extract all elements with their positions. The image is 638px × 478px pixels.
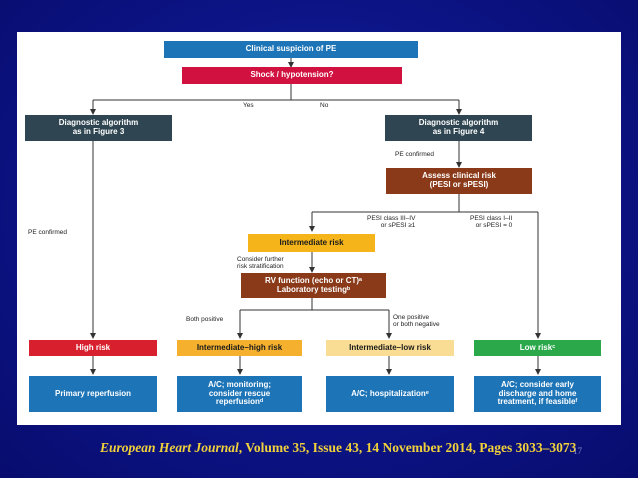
- pesi-1-2-line2: or sPESI = 0: [475, 222, 513, 230]
- citation-details: , Volume 35, Issue 43, 14 November 2014,…: [238, 440, 577, 455]
- intermediate-risk-label: Intermediate risk: [279, 237, 344, 247]
- no-label: No: [320, 102, 329, 109]
- assess-line2: (PESI or sPESI): [429, 180, 489, 189]
- diag-left-line1: Diagnostic algorithm: [58, 118, 139, 128]
- clinical-suspicion-box: Clinical suspicion of PE: [164, 41, 418, 58]
- pesi-3-4-line1: PESI class III–IV: [367, 215, 416, 222]
- connector-lines: [90, 58, 541, 375]
- pe-confirmed-right-label: PE confirmed: [395, 151, 435, 158]
- diagnostic-algorithm-right-box: Diagnostic algorithm as in Figure 4: [385, 115, 532, 141]
- slide-number: 17: [573, 446, 582, 456]
- yes-label: Yes: [243, 102, 254, 109]
- ac-monitoring-line2: consider rescue: [208, 388, 271, 398]
- intermediate-low-risk-box: Intermediate–low risk: [326, 340, 454, 356]
- ac-monitoring-box: A/C; monitoring; consider rescue reperfu…: [177, 376, 302, 412]
- low-risk-label: Low riskᶜ: [519, 342, 556, 352]
- one-positive-line1: One positive: [393, 314, 430, 321]
- primary-reperfusion-label: Primary reperfusion: [54, 388, 132, 398]
- intermediate-risk-box: Intermediate risk: [248, 234, 375, 252]
- diagnostic-algorithm-left-box: Diagnostic algorithm as in Figure 3: [25, 115, 172, 141]
- shock-box: Shock / hypotension?: [182, 67, 402, 84]
- ac-hospitalization-box: A/C; hospitalizationᵉ: [326, 376, 454, 412]
- ac-hospitalization-label: A/C; hospitalizationᵉ: [351, 388, 429, 398]
- both-positive-label: Both positive: [186, 316, 224, 323]
- diag-left-line2: as in Figure 3: [72, 127, 125, 136]
- flowchart-panel: Clinical suspicion of PE Shock / hypoten…: [17, 32, 621, 425]
- ac-early-line1: A/C; consider early: [501, 379, 574, 389]
- rv-function-line1: RV function (echo or CT)ᵃ: [264, 275, 363, 285]
- low-risk-box: Low riskᶜ: [474, 340, 601, 356]
- high-risk-box: High risk: [29, 340, 157, 356]
- intermediate-low-risk-label: Intermediate–low risk: [349, 342, 431, 352]
- ac-early-line2: discharge and home: [498, 388, 577, 398]
- ac-monitoring-line1: A/C; monitoring;: [207, 379, 272, 389]
- high-risk-label: High risk: [75, 342, 111, 352]
- intermediate-high-risk-box: Intermediate–high risk: [177, 340, 302, 356]
- citation: European Heart Journal, Volume 35, Issue…: [100, 440, 576, 456]
- pesi-3-4-label: PESI class III–IV or sPESI ≥1: [367, 215, 415, 229]
- rv-function-box: RV function (echo or CT)ᵃ Laboratory tes…: [241, 273, 386, 298]
- citation-journal: European Heart Journal: [100, 440, 239, 455]
- consider-further-line1: Consider further: [237, 256, 284, 263]
- ac-early-line3: treatment, if feasibleᶠ: [497, 397, 578, 407]
- pe-confirmed-left-label: PE confirmed: [28, 229, 68, 236]
- assess-line1: Assess clinical risk: [422, 171, 496, 181]
- clinical-suspicion-label: Clinical suspicion of PE: [245, 44, 337, 54]
- consider-further-line2: risk stratification: [237, 263, 284, 271]
- pesi-1-2-line1: PESI class I–II: [470, 215, 513, 222]
- diag-right-line1: Diagnostic algorithm: [418, 118, 499, 128]
- diag-right-line2: as in Figure 4: [432, 127, 485, 136]
- intermediate-high-risk-label: Intermediate–high risk: [196, 342, 283, 352]
- pesi-1-2-label: PESI class I–II or sPESI = 0: [470, 215, 512, 229]
- ac-early-discharge-box: A/C; consider early discharge and home t…: [474, 376, 601, 412]
- assess-clinical-risk-box: Assess clinical risk (PESI or sPESI): [386, 168, 532, 194]
- one-positive-label: One positive or both negative: [393, 314, 440, 328]
- ac-monitoring-line3: reperfusionᵈ: [215, 397, 264, 407]
- one-positive-line2: or both negative: [393, 321, 440, 329]
- shock-label: Shock / hypotension?: [250, 70, 334, 80]
- primary-reperfusion-box: Primary reperfusion: [29, 376, 157, 412]
- consider-further-label: Consider further risk stratification: [237, 256, 284, 270]
- pesi-3-4-line2: or sPESI ≥1: [380, 222, 416, 230]
- rv-function-line2: Laboratory testingᵇ: [276, 284, 351, 294]
